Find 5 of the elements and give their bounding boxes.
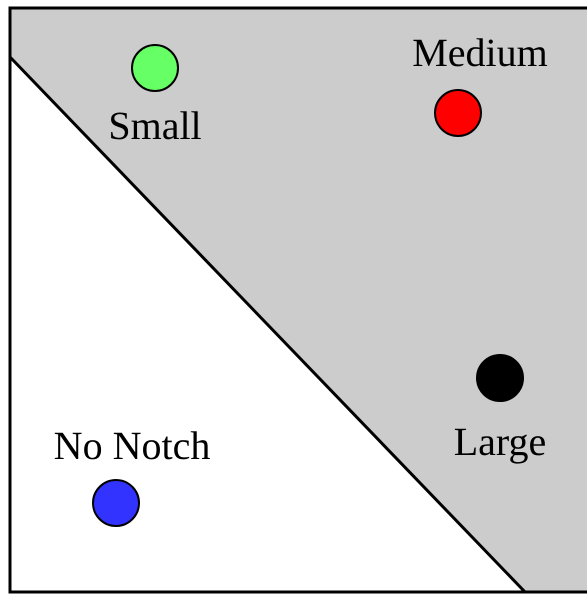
point-label: Small: [108, 104, 202, 148]
point-label: No Notch: [54, 424, 210, 468]
point-label: Large: [454, 420, 546, 464]
circle-marker: [92, 479, 140, 527]
point-label: Medium: [412, 31, 548, 75]
